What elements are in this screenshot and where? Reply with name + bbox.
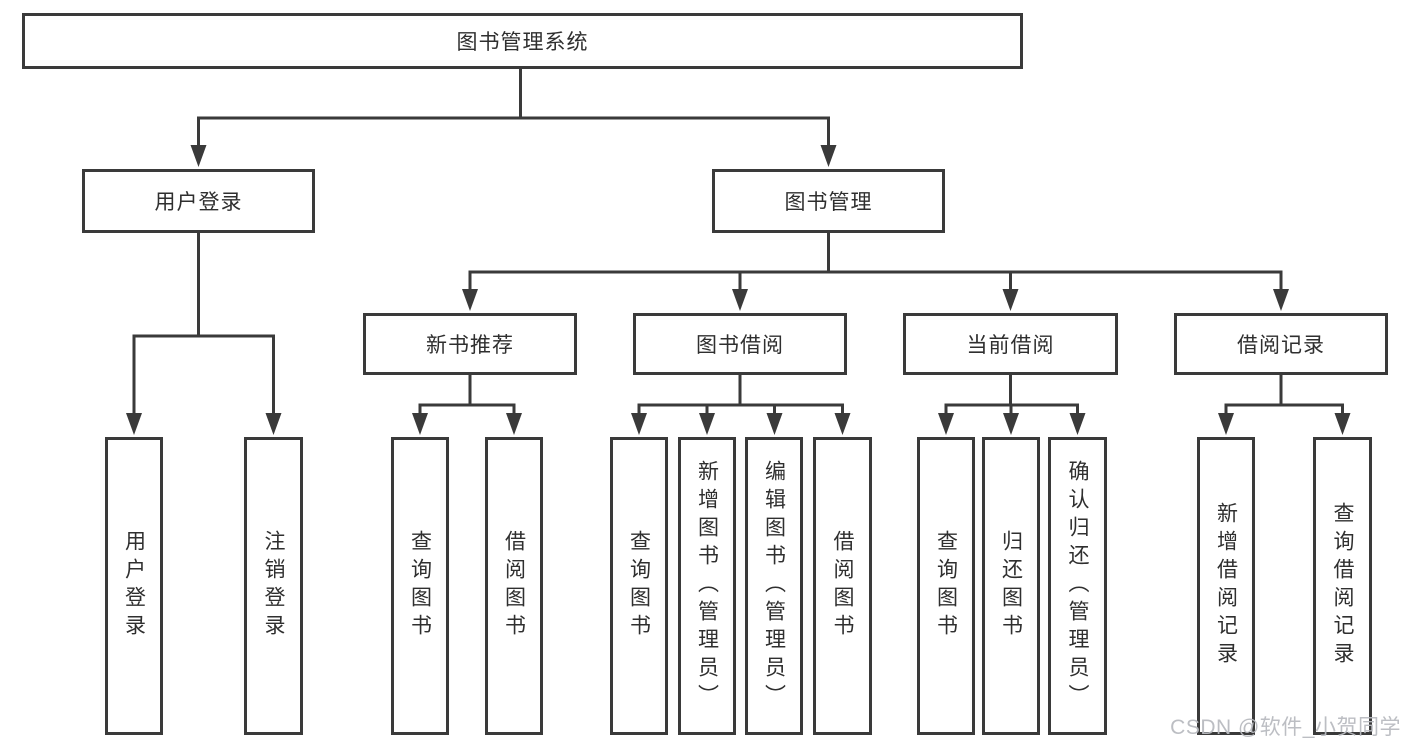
leaf-query-books-3-label: 查询图书 [934,530,958,642]
leaf-query-books-1: 查询图书 [391,437,449,735]
node-book-management-label: 图书管理 [784,191,873,214]
node-root: 图书管理系统 [22,13,1023,69]
node-current-borrow: 当前借阅 [903,313,1118,375]
node-user-login-label: 用户登录 [154,191,243,214]
leaf-borrow-books-1-label: 借阅图书 [502,530,526,642]
arrowhead-icons [126,145,1351,435]
leaf-borrow-books-2-label: 借阅图书 [831,530,855,642]
leaf-query-borrow-record-label: 查询借阅记录 [1331,502,1355,670]
leaf-confirm-return-admin: 确认归还（管理员） [1048,437,1107,735]
leaf-return-book-label: 归还图书 [999,530,1023,642]
node-user-login: 用户登录 [82,169,315,233]
leaf-edit-book-admin: 编辑图书（管理员） [745,437,803,735]
leaf-add-book-admin-label: 新增图书（管理员） [695,460,719,712]
leaf-add-borrow-record-label: 新增借阅记录 [1214,502,1238,670]
node-current-borrow-label: 当前借阅 [966,334,1055,357]
leaf-query-borrow-record: 查询借阅记录 [1313,437,1372,735]
node-new-book-recommend: 新书推荐 [363,313,577,375]
leaf-return-book: 归还图书 [982,437,1040,735]
node-book-borrow: 图书借阅 [633,313,847,375]
leaf-borrow-books-1: 借阅图书 [485,437,543,735]
leaf-edit-book-admin-label: 编辑图书（管理员） [762,460,786,712]
node-borrow-record-label: 借阅记录 [1237,334,1325,357]
node-book-borrow-label: 图书借阅 [696,334,784,357]
leaf-add-book-admin: 新增图书（管理员） [678,437,736,735]
node-root-label: 图书管理系统 [456,31,589,54]
leaf-confirm-return-admin-label: 确认归还（管理员） [1066,460,1090,712]
node-new-book-recommend-label: 新书推荐 [426,334,514,357]
leaf-logout: 注销登录 [244,437,303,735]
leaf-query-books-1-label: 查询图书 [408,530,432,642]
node-book-management: 图书管理 [712,169,945,233]
leaf-borrow-books-2: 借阅图书 [813,437,872,735]
node-borrow-record: 借阅记录 [1174,313,1388,375]
leaf-query-books-2-label: 查询图书 [627,530,651,642]
leaf-query-books-3: 查询图书 [917,437,975,735]
leaf-user-login-label: 用户登录 [122,530,146,642]
leaf-logout-label: 注销登录 [262,530,286,642]
leaf-add-borrow-record: 新增借阅记录 [1197,437,1255,735]
leaf-user-login: 用户登录 [105,437,163,735]
leaf-query-books-2: 查询图书 [610,437,668,735]
